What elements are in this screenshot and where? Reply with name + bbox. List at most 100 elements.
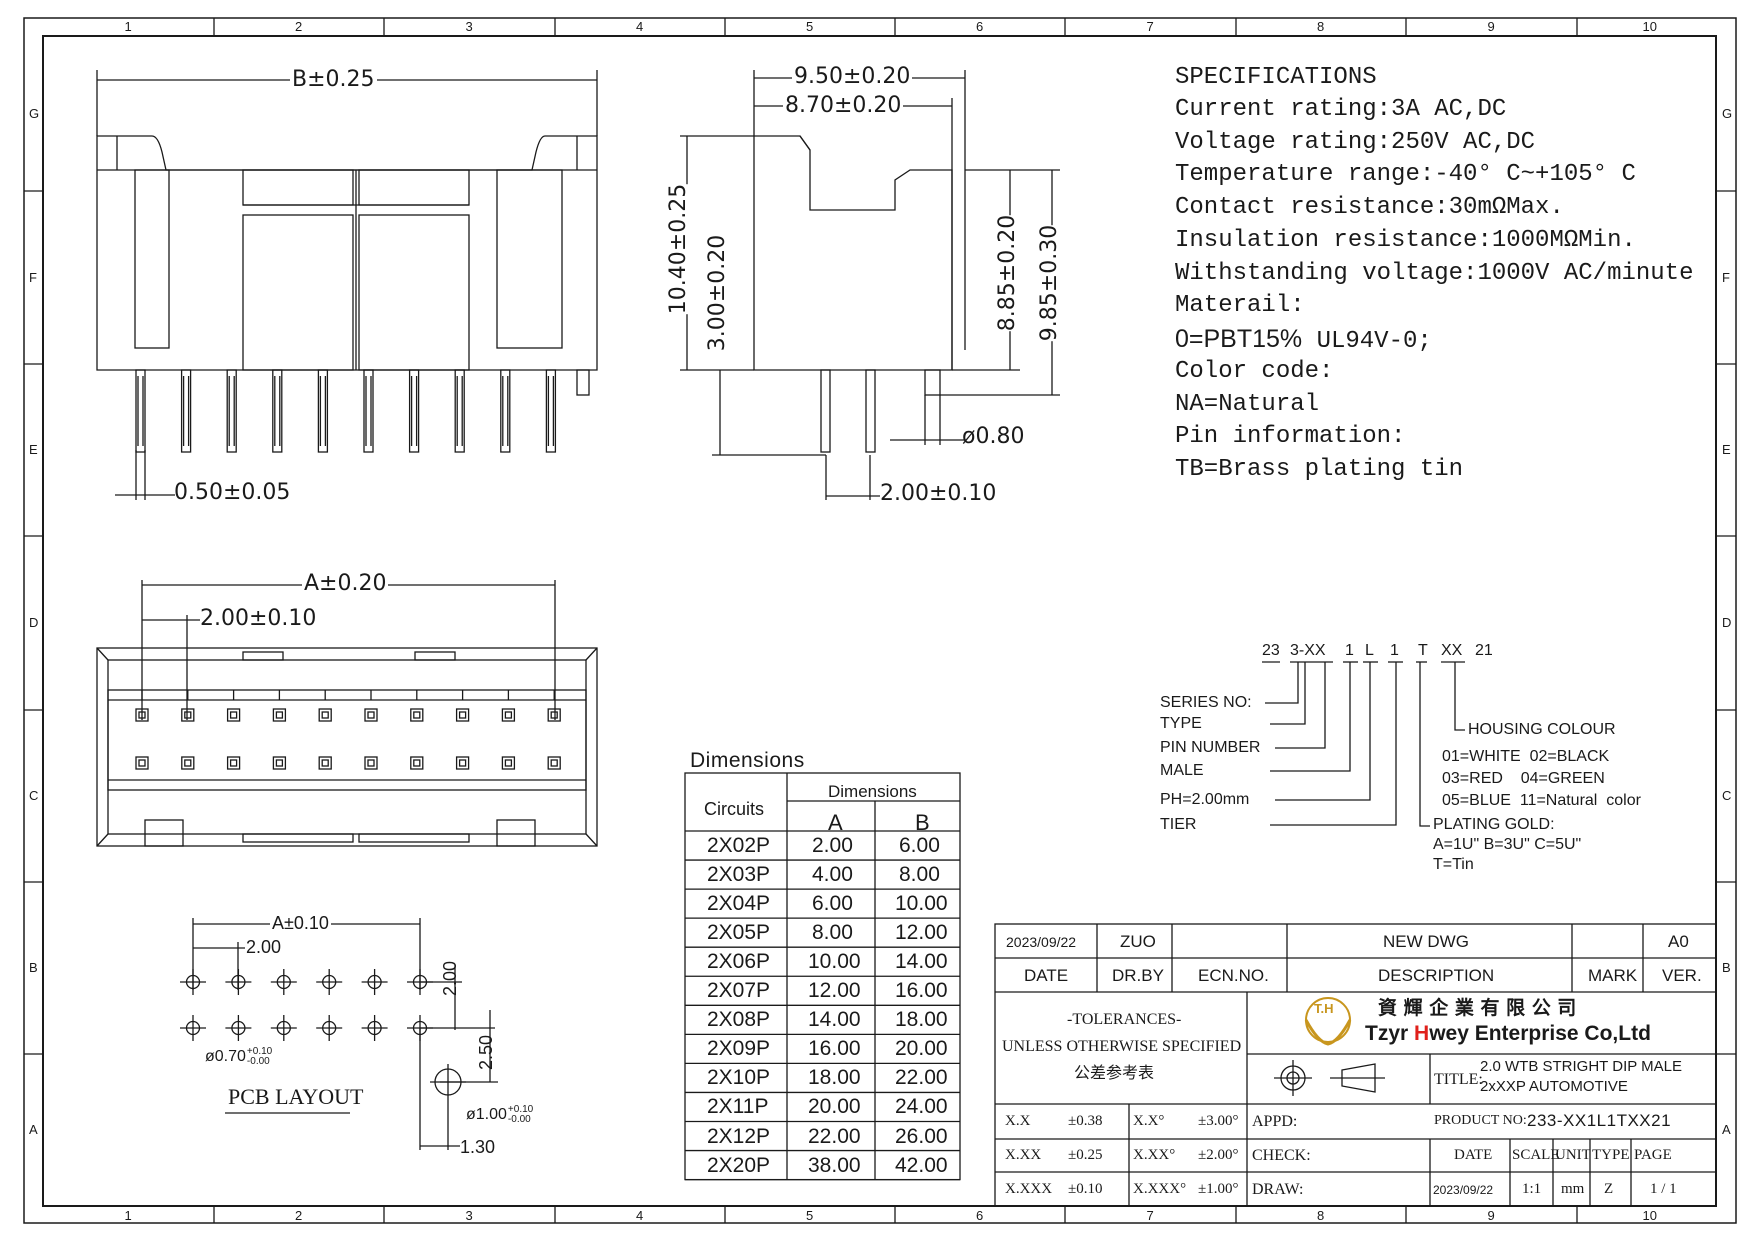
row-label-right: G bbox=[1722, 105, 1733, 121]
front-pin bbox=[454, 369, 465, 453]
top-pin bbox=[135, 708, 149, 722]
col-label-bottom: 10 bbox=[1642, 1208, 1657, 1223]
front-pin bbox=[272, 369, 283, 453]
code-part: 23 bbox=[1262, 642, 1280, 659]
pcb-hole-tol: +0.10-0.00 bbox=[247, 1047, 272, 1067]
pcb-peg-tol-minus: -0.00 bbox=[507, 1114, 531, 1125]
tol-angle-val: ±3.00° bbox=[1198, 1113, 1239, 1129]
pcb-pitch-y: 2.00 bbox=[440, 960, 460, 996]
col-label-top: 9 bbox=[1487, 19, 1495, 34]
top-pin bbox=[455, 708, 470, 722]
tol-line1: -TOLERANCES- bbox=[1067, 1011, 1182, 1028]
dim-row-a: 2.00 bbox=[812, 834, 853, 857]
front-pin-width: 0.50±0.05 bbox=[174, 480, 291, 505]
col-label-top: 5 bbox=[806, 19, 814, 34]
tol-angle-key: X.XXX° bbox=[1133, 1181, 1187, 1197]
plating-title: PLATING GOLD: bbox=[1433, 816, 1555, 833]
row-label-right: B bbox=[1722, 960, 1731, 975]
code-part: XX bbox=[1441, 642, 1463, 659]
dim-row-circuit: 2X02P bbox=[707, 834, 771, 857]
spec-title: SPECIFICATIONS bbox=[1175, 64, 1377, 91]
row-label-left: C bbox=[29, 788, 39, 803]
val-date: 2023/09/22 bbox=[1433, 1183, 1494, 1197]
front-pin bbox=[363, 369, 374, 453]
tol-angle-val: ±2.00° bbox=[1198, 1147, 1239, 1163]
title-line1: 2.0 WTB STRIGHT DIP MALE bbox=[1480, 1058, 1682, 1075]
row-label-left: A bbox=[29, 1122, 38, 1137]
top-pin bbox=[181, 756, 195, 770]
side-w2: 8.70±0.20 bbox=[783, 93, 904, 118]
company-en: Tzyr Hwey Enterprise Co,Ltd bbox=[1365, 1023, 1651, 1044]
pcb-hole: ø0.70+0.10-0.00 bbox=[205, 1047, 272, 1067]
dim-row-circuit: 2X10P bbox=[707, 1066, 771, 1090]
top-pin bbox=[547, 756, 561, 770]
top-pin bbox=[318, 708, 332, 722]
dim-table-group-header: Dimensions bbox=[828, 782, 917, 801]
col-label-bottom: 4 bbox=[636, 1208, 644, 1223]
col-label-bottom: 2 bbox=[295, 1208, 303, 1223]
code-part: 1 bbox=[1390, 642, 1399, 659]
tol-key: X.XX bbox=[1005, 1147, 1042, 1163]
company-en-post: wey Enterprise Co,Ltd bbox=[1429, 1022, 1651, 1045]
plating-tin: T=Tin bbox=[1433, 856, 1474, 873]
top-pin bbox=[455, 756, 470, 770]
housing-colour: HOUSING COLOUR bbox=[1468, 721, 1616, 738]
code-label: SERIES NO: bbox=[1160, 694, 1252, 711]
front-pin bbox=[500, 369, 511, 453]
top-pin bbox=[410, 708, 424, 722]
side-h1: 10.40±0.25 bbox=[666, 183, 692, 315]
pcb-hole-tol-minus: -0.00 bbox=[246, 1056, 270, 1067]
pcb-hole bbox=[270, 1015, 297, 1041]
check-label: CHECK: bbox=[1252, 1147, 1311, 1164]
dim-row-b: 10.00 bbox=[895, 892, 948, 916]
dim-row-b: 6.00 bbox=[899, 834, 940, 857]
dim-row-a: 10.00 bbox=[808, 950, 861, 974]
col-label-top: 8 bbox=[1317, 19, 1325, 34]
top-pitch: 2.00±0.10 bbox=[200, 606, 317, 631]
pcb-a-dim: A±0.10 bbox=[270, 913, 331, 933]
col-label-top: 3 bbox=[465, 19, 473, 34]
top-pin bbox=[135, 756, 149, 770]
row-label-right: D bbox=[1722, 615, 1732, 630]
company-en-h: H bbox=[1414, 1022, 1430, 1045]
pcb-layout bbox=[180, 918, 498, 1150]
side-post: ø0.80 bbox=[962, 424, 1025, 449]
code-part: 1 bbox=[1345, 642, 1354, 659]
part-code-leaders bbox=[1262, 661, 1465, 827]
col-label-top: 7 bbox=[1146, 19, 1154, 34]
hdr-drby: DR.BY bbox=[1112, 966, 1164, 985]
company-cn: 資 輝 企 業 有 限 公 司 bbox=[1378, 997, 1577, 1019]
spec-line: Current rating:3A AC,DC bbox=[1175, 96, 1507, 123]
rev-desc: NEW DWG bbox=[1383, 932, 1469, 951]
top-pin bbox=[181, 708, 195, 722]
row-label-left: D bbox=[29, 615, 39, 630]
dim-row-a: 18.00 bbox=[808, 1066, 861, 1090]
code-part: T bbox=[1418, 642, 1428, 659]
side-w1: 9.50±0.20 bbox=[792, 64, 913, 89]
dim-table-col-b: B bbox=[915, 810, 930, 835]
tol-line3: 公差参考表 bbox=[1074, 1063, 1155, 1082]
side-pitch: 2.00±0.10 bbox=[880, 481, 997, 506]
col-label-bottom: 8 bbox=[1317, 1208, 1325, 1223]
front-view bbox=[96, 70, 598, 500]
dim-row-circuit: 2X09P bbox=[707, 1037, 771, 1061]
front-pin bbox=[226, 369, 237, 453]
product-no: 233-XX1L1TXX21 bbox=[1527, 1111, 1672, 1130]
pcb-hole bbox=[270, 969, 297, 995]
rev-ver: A0 bbox=[1668, 932, 1689, 951]
rev-date: 2023/09/22 bbox=[1006, 934, 1077, 950]
top-pin bbox=[501, 708, 516, 722]
pcb-hole bbox=[316, 969, 343, 995]
front-b-dim: B±0.25 bbox=[290, 67, 377, 92]
foot-date: DATE bbox=[1454, 1147, 1493, 1163]
code-part: 3-XX bbox=[1290, 642, 1326, 659]
spec-material-bold: 0=PBT15% bbox=[1175, 325, 1303, 353]
pcb-title: PCB LAYOUT bbox=[228, 1084, 364, 1109]
hdr-ecn: ECN.NO. bbox=[1198, 966, 1269, 985]
dim-row-circuit: 2X03P bbox=[707, 863, 771, 887]
side-h4: 9.85±0.30 bbox=[1037, 224, 1063, 342]
pcb-peg-tol: +0.10-0.00 bbox=[508, 1105, 533, 1125]
side-h3: 8.85±0.20 bbox=[995, 214, 1021, 332]
color-code: 03=RED 04=GREEN bbox=[1442, 770, 1605, 787]
front-pin bbox=[180, 369, 192, 453]
